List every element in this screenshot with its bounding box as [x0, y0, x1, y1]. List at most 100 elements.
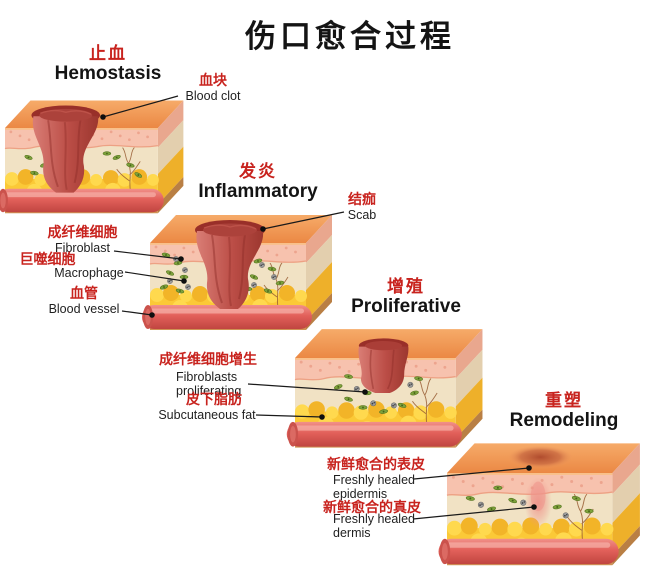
skin-side-face — [612, 464, 640, 523]
fibroblast-cell — [112, 154, 121, 160]
fibroblast-cell — [275, 280, 285, 286]
skin-side-face — [306, 262, 332, 321]
skin-side-face — [612, 526, 640, 566]
skin-side-face — [157, 120, 184, 175]
skin-side-face — [157, 146, 184, 205]
healed-top-spot — [507, 445, 574, 469]
label-subcutaneous-fat-en: Subcutaneous fat — [158, 408, 256, 422]
macrophage-cell — [562, 512, 569, 519]
fibroblast-cell — [379, 409, 388, 414]
fibroblast-cell — [508, 497, 518, 504]
skin-block-hemostasis — [0, 100, 184, 214]
blood-vessel — [0, 188, 164, 213]
fibroblast-cell — [410, 390, 419, 396]
stage-header-inflammatory: 发炎 Inflammatory — [173, 163, 343, 201]
label-scab-en: Scab — [347, 208, 377, 223]
leader-line-subcutaneous-fat — [255, 414, 323, 418]
label-blood-clot: 血块 Blood clot — [168, 72, 258, 103]
label-blood-vessel-zh: 血管 — [70, 285, 98, 301]
diagram-title: 伤口愈合过程 — [245, 19, 455, 54]
fibroblast-cell — [253, 258, 263, 264]
leader-line-fibroblasts-proliferating — [247, 383, 366, 393]
macrophage-cell — [251, 282, 257, 288]
label-fibroblasts-proliferating-zh: 成纤维细胞增生 — [159, 351, 257, 367]
fibroblast-cell — [102, 151, 112, 156]
stage-header-proliferative: 增殖 Proliferative — [321, 278, 491, 316]
label-blood-vessel-en: Blood vessel — [48, 302, 120, 317]
label-scab-zh: 结痂 — [348, 191, 376, 207]
skin-side-face — [455, 409, 483, 448]
leader-dot-blood-clot — [100, 114, 106, 120]
label-fibroblast: 成纤维细胞 Fibroblast — [30, 224, 135, 255]
stage-header-remodeling: 重塑 Remodeling — [479, 392, 649, 430]
stage-hemostasis-en: Hemostasis — [54, 63, 162, 84]
leader-line-freshly-healed-epidermis — [413, 467, 530, 480]
skin-side-face — [157, 177, 184, 214]
fibroblast-cell — [263, 288, 273, 294]
fibroblast-cell — [584, 508, 594, 514]
label-fibroblast-zh: 成纤维细胞 — [47, 224, 118, 240]
skin-block-inflammatory — [142, 215, 332, 330]
leader-lines — [100, 95, 537, 520]
fibroblast-cell — [30, 170, 39, 176]
stage-proliferative-zh: 增殖 — [387, 277, 425, 296]
skin-side-face — [306, 215, 332, 263]
leader-dot-freshly-healed-epidermis — [526, 465, 532, 471]
healed-wound-marks — [507, 445, 574, 529]
fibroblast-cell — [358, 405, 368, 410]
fibroblast-cell — [465, 496, 475, 501]
skin-side-face — [455, 329, 483, 379]
leader-line-scab — [262, 211, 345, 230]
leader-line-blood-clot — [102, 95, 179, 118]
blood-clot-plug — [31, 105, 101, 193]
leader-dot-freshly-healed-dermis — [531, 504, 537, 510]
leader-line-macrophage — [124, 271, 185, 282]
skin-side-face — [306, 293, 332, 330]
skin-side-face — [157, 100, 184, 148]
label-freshly-healed-epidermis-en: Freshly healed epidermis — [333, 473, 415, 502]
stage-remodeling-en: Remodeling — [509, 410, 619, 431]
macrophage-cell — [407, 381, 414, 388]
skin-side-face — [612, 493, 640, 556]
label-blood-vessel: 血管 Blood vessel — [38, 285, 130, 316]
fibroblast-cell — [344, 396, 353, 402]
fibroblast-cell — [175, 288, 185, 294]
label-fibroblasts-proliferating-en: Fibroblasts proliferating — [176, 370, 242, 399]
stage-inflammatory-en: Inflammatory — [198, 181, 318, 202]
stage-hemostasis-zh: 止血 — [89, 44, 127, 63]
leader-line-blood-vessel — [121, 310, 153, 316]
label-macrophage-zh: 巨噬细胞 — [19, 251, 76, 267]
blood-clot-plug — [195, 220, 265, 309]
blood-vessel — [286, 421, 462, 447]
fibroblast-cell — [552, 504, 562, 510]
fibroblast-cell — [165, 270, 175, 276]
macrophage-cell — [390, 402, 397, 409]
fibroblast-cell — [414, 376, 423, 381]
leader-line-freshly-healed-dermis — [412, 506, 535, 520]
leader-dot-fibroblasts-proliferating — [362, 389, 368, 395]
label-freshly-healed-epidermis-zh: 新鲜愈合的表皮 — [327, 456, 425, 472]
capillary — [412, 378, 438, 425]
leader-line-fibroblast — [113, 250, 182, 260]
fibroblast-cell — [267, 266, 277, 272]
capillary — [116, 147, 141, 191]
stage-header-hemostasis: 止血 Hemostasis — [23, 45, 193, 83]
label-freshly-healed-dermis-zh: 新鲜愈合的真皮 — [323, 499, 421, 515]
blood-vessel — [142, 305, 312, 329]
capillary — [567, 493, 594, 541]
fibroblast-cell — [249, 274, 259, 280]
label-blood-clot-en: Blood clot — [185, 89, 241, 104]
fibroblast-cell — [493, 485, 503, 491]
macrophage-cell — [185, 284, 191, 290]
fibroblast-cell — [344, 374, 353, 379]
macrophage-cell — [259, 262, 265, 268]
macrophage-cell — [271, 274, 277, 280]
label-blood-clot-zh: 血块 — [199, 72, 227, 88]
macrophage-cell — [167, 278, 173, 284]
fibroblast-cell — [397, 402, 407, 408]
label-subcutaneous-fat-zh: 皮下脂肪 — [186, 391, 242, 407]
skin-block-remodeling — [438, 443, 640, 566]
macrophage-cell — [370, 400, 377, 407]
